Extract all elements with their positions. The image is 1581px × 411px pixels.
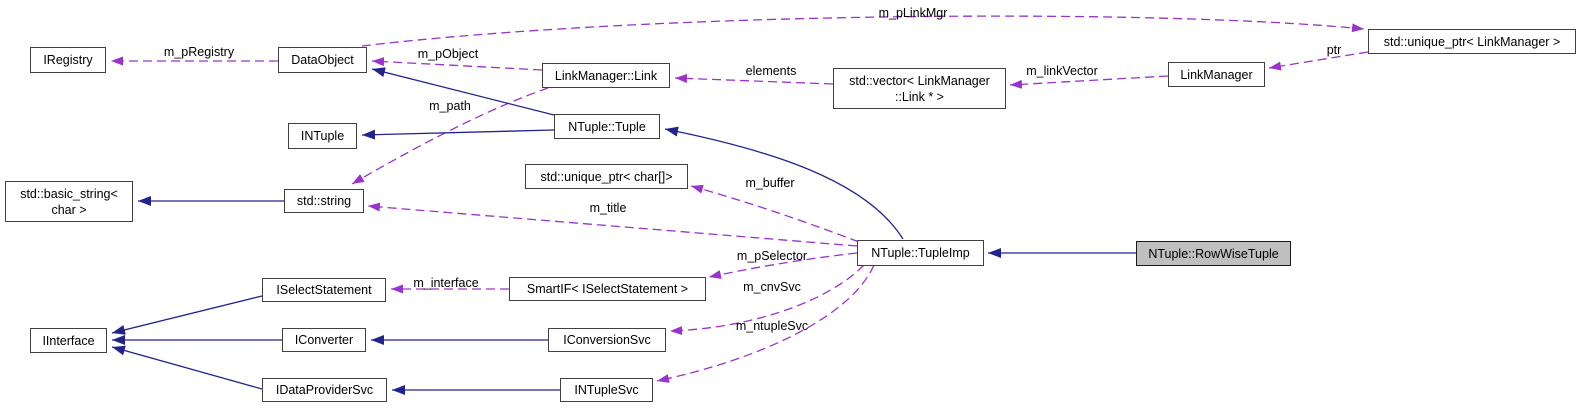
edge-label-m-linkvector: m_linkVector [1026, 64, 1098, 78]
node-dataobject[interactable]: DataObject [278, 47, 367, 73]
edge-label-m-cnvsvc: m_cnvSvc [743, 280, 801, 294]
node-intuplesvc[interactable]: INTupleSvc [560, 378, 653, 402]
edge-tuple-to-dataobject [371, 67, 555, 116]
node-iconversionsvc[interactable]: IConversionSvc [548, 328, 666, 352]
edge-tupleimp-to-tuple [664, 126, 904, 240]
edge-m-pobject [371, 57, 543, 71]
edge-label-m-title: m_title [589, 201, 627, 215]
node-idataprovidersvc[interactable]: IDataProviderSvc [262, 378, 387, 402]
node-iconverter[interactable]: IConverter [282, 328, 366, 352]
node-ntuple-rowwisetuple: NTuple::RowWiseTuple [1136, 241, 1291, 266]
node-linkmanager-link[interactable]: LinkManager::Link [542, 63, 670, 88]
edge-label-m-interface: m_interface [413, 276, 479, 290]
node-ntuple-tuple[interactable]: NTuple::Tuple [554, 114, 660, 139]
edge-ptr [1268, 51, 1369, 71]
node-smartif-iselectstatement[interactable]: SmartIF< ISelectStatement > [509, 277, 706, 301]
node-iselectstatement[interactable]: ISelectStatement [262, 278, 386, 302]
edge-label-m-pselector: m_pSelector [736, 249, 808, 263]
node-vector-linkmanager-link[interactable]: std::vector< LinkManager ::Link * > [833, 68, 1006, 109]
edge-m-plinkmgr [361, 15, 1365, 47]
edge-m-buffer [690, 184, 860, 243]
edge-label-ptr: ptr [1326, 43, 1342, 57]
edge-label-m-pobject: m_pObject [417, 47, 479, 61]
node-ntuple-tupleimp[interactable]: NTuple::TupleImp [857, 240, 984, 266]
node-unique-ptr-char-array[interactable]: std::unique_ptr< char[]> [525, 164, 688, 189]
edge-idataprovider-to-iinterface [111, 345, 263, 390]
edge-m-linkvector [1009, 75, 1169, 89]
node-intuple[interactable]: INTuple [288, 123, 357, 149]
node-std-basic-string[interactable]: std::basic_string< char > [5, 181, 133, 222]
edge-label-m-pregistry: m_pRegistry [163, 45, 235, 59]
edge-label-m-plinkmgr: m_pLinkMgr [878, 6, 948, 20]
edge-label-m-buffer: m_buffer [745, 176, 795, 190]
edge-label-m-path: m_path [429, 99, 471, 113]
edge-m-path [351, 87, 549, 185]
edge-label-elements: elements [745, 64, 797, 78]
node-iinterface[interactable]: IInterface [30, 328, 107, 353]
edge-m-cnvsvc [669, 264, 865, 336]
edge-elements [674, 73, 834, 85]
node-unique-ptr-linkmanager[interactable]: std::unique_ptr< LinkManager > [1368, 29, 1576, 54]
edge-m-title [367, 202, 858, 247]
edge-tuple-to-intuple [361, 129, 555, 140]
edge-m-ntuplesvc [656, 264, 875, 383]
node-std-string[interactable]: std::string [284, 189, 364, 213]
edge-m-pselector [708, 252, 858, 279]
edge-iselect-to-iinterface [111, 295, 263, 335]
node-iregistry[interactable]: IRegistry [30, 47, 106, 73]
edge-label-m-ntuplesvc: m_ntupleSvc [735, 319, 809, 333]
node-linkmanager[interactable]: LinkManager [1168, 62, 1265, 87]
